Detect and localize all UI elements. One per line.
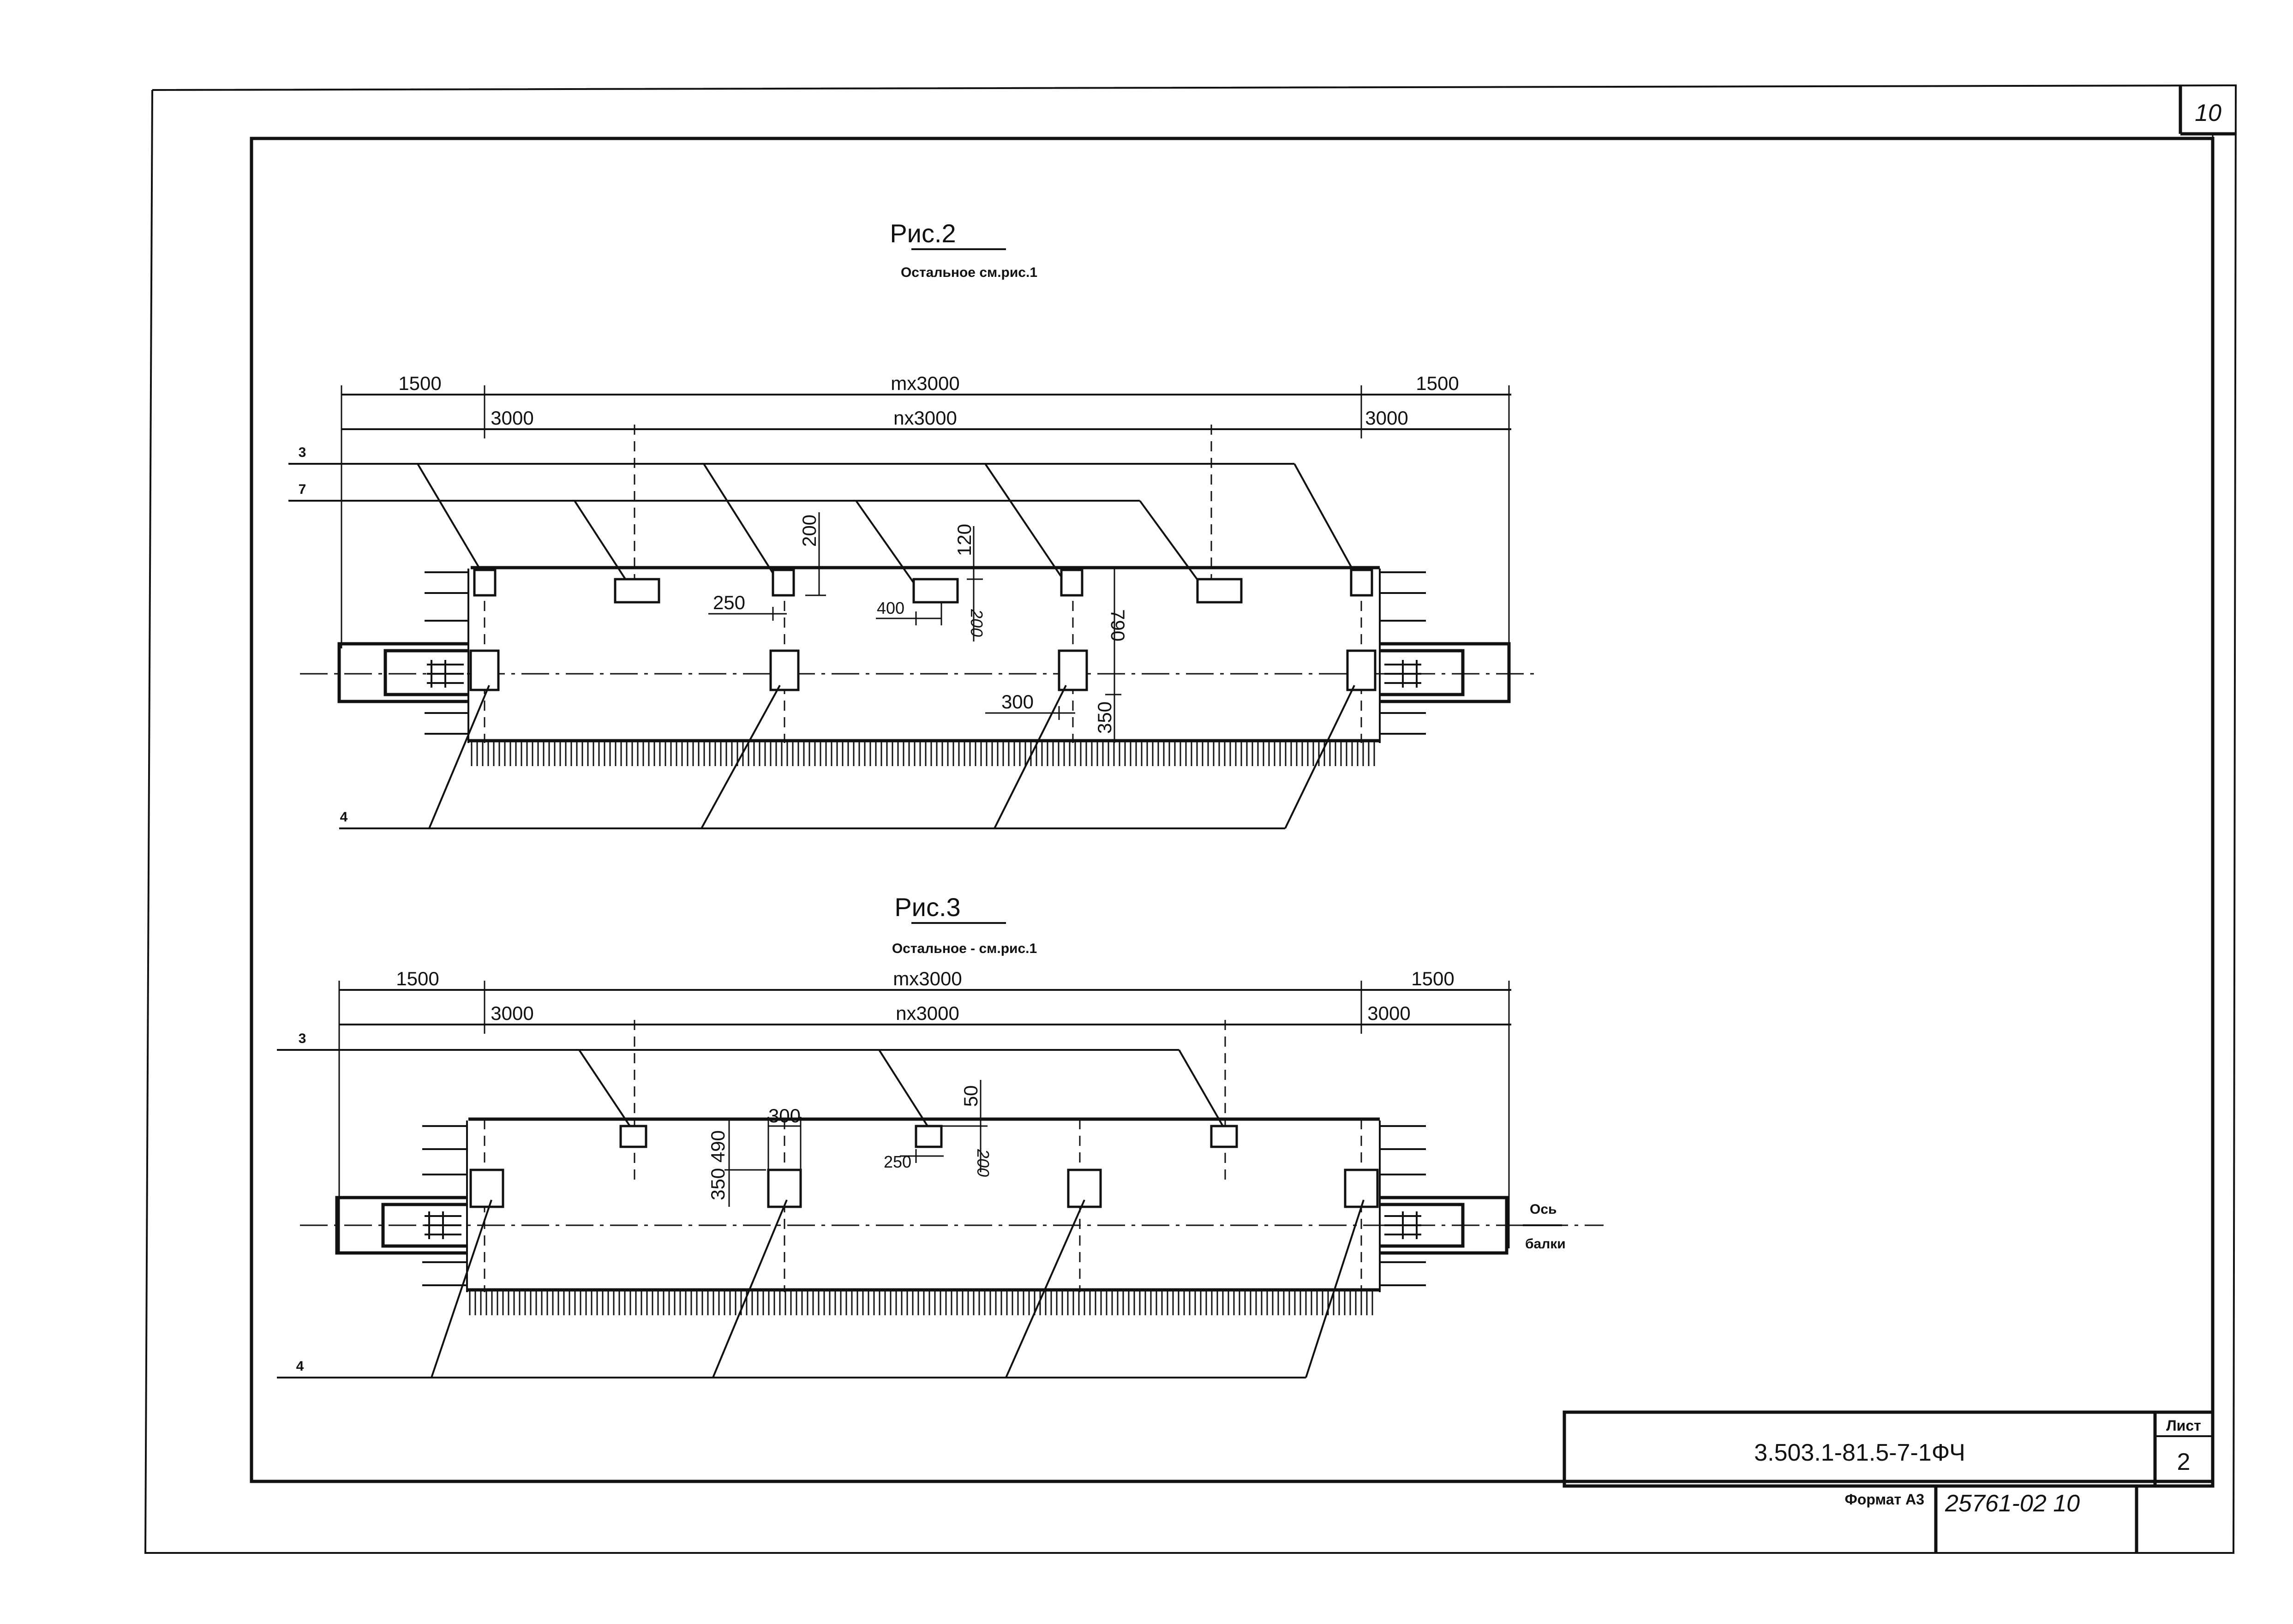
fig3-dimension-chains	[338, 981, 1511, 1253]
fig2-note: Остальное см.рис.1	[901, 265, 1037, 280]
fig2-dim-200: 200	[798, 515, 820, 547]
fig2-dim-400: 400	[877, 599, 904, 617]
fig3-end-anchors	[335, 1125, 1509, 1286]
fig3-callout-leaders	[277, 1049, 1224, 1127]
corner-sheet-number: 10	[2195, 100, 2221, 126]
fig2-dim-120: 120	[953, 524, 975, 556]
fig3-dim-left-end: 1500	[396, 968, 439, 989]
fig3-note: Остальное - см.рис.1	[892, 941, 1037, 956]
fig3-dim-50: 50	[960, 1085, 982, 1107]
fig3-callout-3: 3	[299, 1031, 306, 1046]
fig2-callout-3: 3	[299, 445, 306, 460]
stamp-code: 3.503.1-81.5-7-1ФЧ	[1754, 1439, 1965, 1466]
fig2-end-anchors	[337, 571, 1511, 735]
fig2-dim-right-pitch: 3000	[1365, 407, 1408, 429]
fig2-dim-left-pitch: 3000	[491, 407, 533, 429]
fig3-dim-right-end: 1500	[1411, 968, 1454, 989]
fig3-dim-right-pitch: 3000	[1367, 1002, 1410, 1024]
fig3-callout-4: 4	[296, 1359, 304, 1374]
fig2-callout-leaders	[288, 463, 1358, 587]
fig3-axis-label-1: Ось	[1530, 1202, 1557, 1217]
fig3-dim-left-pitch: 3000	[491, 1002, 533, 1024]
stamp-box	[1563, 1410, 2215, 1488]
fig2-callout-4: 4	[340, 809, 348, 825]
fig2-callout-4-leaders	[339, 685, 1355, 829]
fig2-dim-middle: nx3000	[893, 407, 957, 429]
outer-frame	[144, 84, 2237, 1554]
fig2-dim-350: 350	[1094, 701, 1115, 734]
sheet-frames	[144, 84, 2237, 1554]
fig2-rebar-comb	[471, 742, 1375, 766]
fig2-dim-300: 300	[1001, 691, 1034, 713]
fig2-dim-overall: mx3000	[891, 372, 959, 394]
fig3-inner-dimensions	[724, 1080, 988, 1207]
fig2-inner-dimensions	[708, 512, 1121, 743]
fig3-rebar-comb	[469, 1291, 1373, 1315]
fig3-dim-200: 200	[974, 1149, 993, 1177]
fig3-dim-350-490: 350 490	[707, 1130, 729, 1200]
sheet-number: 2	[2177, 1449, 2191, 1475]
figure-2: Рис.2 Остальное см.рис.1 1500 mx3000 150…	[288, 219, 1539, 829]
fig3-dim-overall: mx3000	[893, 968, 962, 989]
archive-number: 25761-02 10	[1945, 1490, 2080, 1517]
inner-frame	[250, 137, 2215, 1483]
fig2-dim-250: 250	[713, 592, 745, 613]
fig3-callout-4-leaders	[277, 1199, 1365, 1378]
fig2-callout-7: 7	[299, 482, 306, 497]
fig3-dim-middle: nx3000	[896, 1002, 959, 1024]
title-block	[1563, 1410, 2215, 1553]
sheet-label: Лист	[2166, 1417, 2201, 1434]
fig2-dim-200b: 200	[967, 609, 986, 637]
figure-3: Рис.3 Остальное - см.рис.1 1500 mx3000 1…	[277, 893, 1604, 1378]
fig3-embedded-parts	[469, 1125, 1379, 1208]
fig3-axis-label-2: балки	[1525, 1236, 1566, 1252]
fig2-title: Рис.2	[890, 219, 956, 248]
fig2-embedded-parts-top	[473, 569, 1373, 604]
format-label: Формат А3	[1845, 1491, 1925, 1508]
fig2-dimension-chains	[341, 385, 1511, 648]
fig3-dim-300: 300	[768, 1105, 801, 1127]
fig2-dim-790: 790	[1107, 609, 1129, 641]
fig3-dim-250: 250	[884, 1152, 911, 1171]
fig2-dim-right-end: 1500	[1416, 372, 1459, 394]
fig2-dim-left-end: 1500	[398, 372, 441, 394]
fig2-embedded-parts-middle	[469, 649, 1377, 691]
fig3-title: Рис.3	[894, 893, 960, 922]
